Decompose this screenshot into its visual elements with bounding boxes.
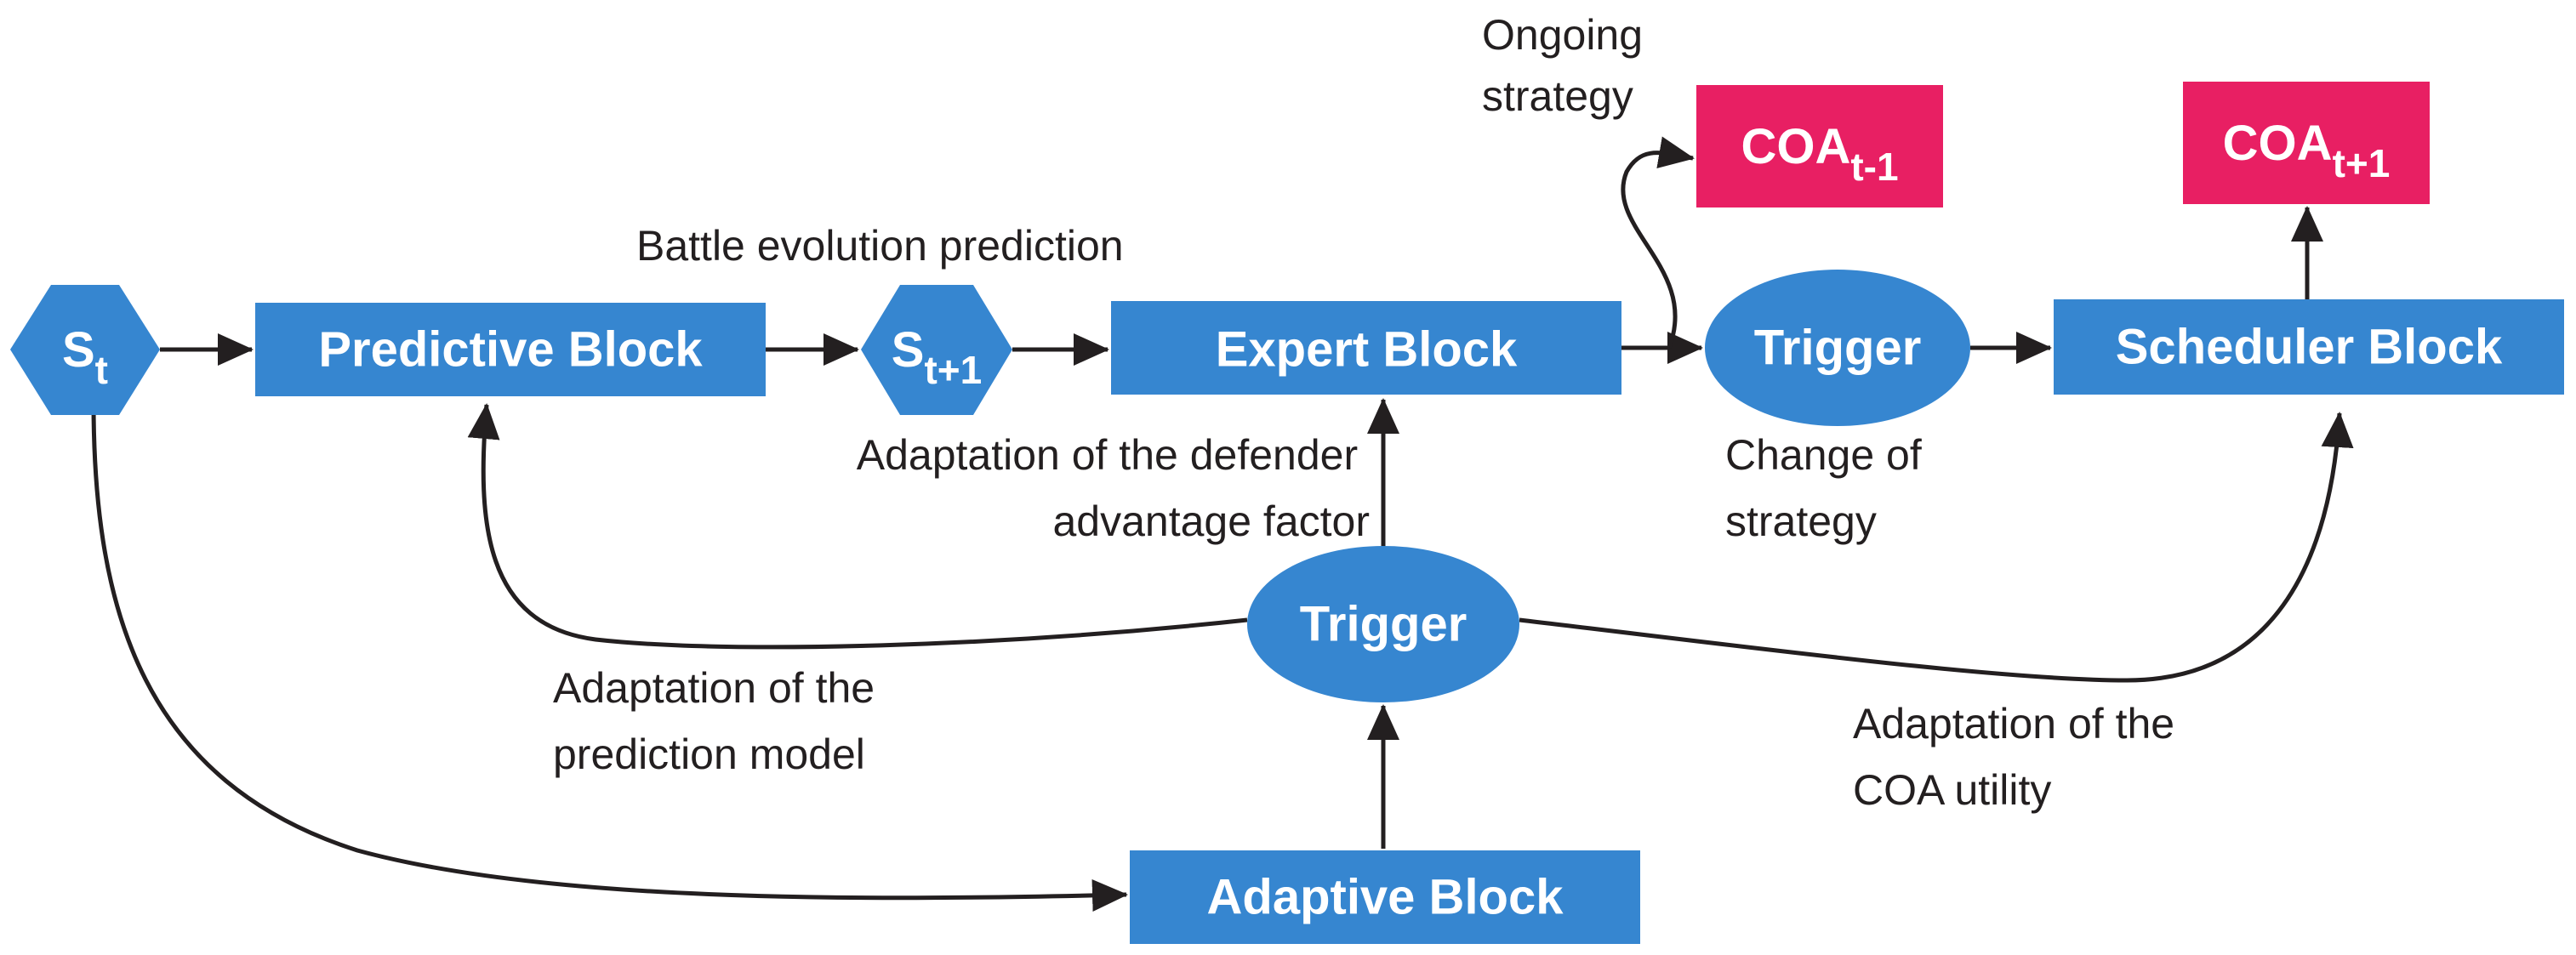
arrow-trigger-to-scheduler-curve bbox=[1519, 412, 2354, 683]
trigger-top-label: Trigger bbox=[1754, 321, 1922, 376]
adaptive-block-rect bbox=[1130, 850, 1640, 944]
state-t1-node: St+1 bbox=[861, 285, 1012, 415]
coa-prev-base: COA bbox=[1741, 119, 1850, 174]
scheduler-block: Scheduler Block bbox=[2054, 299, 2564, 395]
state-t-node: St bbox=[10, 285, 160, 415]
annotation-defender-advantage: Adaptation of the defender advantage fac… bbox=[857, 431, 1370, 545]
annotation-coa-utility: Adaptation of the COA utility bbox=[1853, 700, 2186, 814]
state-t1-subscript: t+1 bbox=[924, 348, 982, 392]
adaptive-block: Adaptive Block bbox=[1130, 850, 1640, 944]
annotations: Ongoing strategy Battle evolution predic… bbox=[553, 11, 2186, 814]
state-t-base: S bbox=[62, 322, 95, 378]
svg-text:St+1: St+1 bbox=[892, 322, 982, 393]
svg-text:COAt+1: COAt+1 bbox=[2223, 116, 2391, 186]
coa-prev-rect bbox=[1696, 85, 1943, 207]
expert-block: Expert Block bbox=[1111, 301, 1621, 395]
predictive-block: Predictive Block bbox=[255, 303, 766, 396]
predictive-block-rect bbox=[255, 303, 766, 396]
state-t1-base: S bbox=[892, 322, 925, 378]
annotation-ongoing-strategy: Ongoing strategy bbox=[1482, 11, 1655, 120]
coa-next-node: COAt+1 bbox=[2183, 82, 2430, 204]
nodes: St Predictive Block St+1 Expert Block Tr… bbox=[10, 82, 2564, 944]
coa-next-subscript: t+1 bbox=[2333, 141, 2391, 185]
adaptive-block-label: Adaptive Block bbox=[1207, 870, 1564, 925]
arrow-ongoing-to-coa-prev bbox=[1621, 136, 1695, 349]
edges bbox=[91, 136, 2354, 912]
trigger-top-ellipse bbox=[1705, 270, 1970, 426]
state-t-hexagon bbox=[10, 285, 160, 415]
scheduler-block-label: Scheduler Block bbox=[2116, 320, 2503, 375]
state-t1-hexagon bbox=[861, 285, 1012, 415]
annotation-change-of-strategy: Change of strategy bbox=[1725, 431, 1934, 545]
trigger-bottom-ellipse bbox=[1247, 546, 1519, 702]
svg-text:COAt-1: COAt-1 bbox=[1741, 119, 1898, 190]
trigger-bottom-label: Trigger bbox=[1300, 597, 1468, 652]
arrow-st-to-adaptive bbox=[91, 402, 1128, 912]
arrow-trigger-to-predictive bbox=[467, 403, 1248, 650]
expert-block-rect bbox=[1111, 301, 1621, 395]
scheduler-block-rect bbox=[2054, 299, 2564, 395]
svg-text:St: St bbox=[62, 322, 108, 393]
coa-prev-node: COAt-1 bbox=[1696, 85, 1943, 207]
trigger-top-node: Trigger bbox=[1705, 270, 1970, 426]
predictive-block-label: Predictive Block bbox=[318, 322, 703, 378]
coa-next-rect bbox=[2183, 82, 2430, 204]
annotation-prediction-model: Adaptation of the prediction model bbox=[553, 664, 886, 778]
annotation-battle-evolution: Battle evolution prediction bbox=[636, 222, 1124, 270]
coa-prev-subscript: t-1 bbox=[1850, 145, 1898, 189]
expert-block-label: Expert Block bbox=[1216, 322, 1518, 378]
state-t-subscript: t bbox=[95, 348, 108, 392]
trigger-bottom-node: Trigger bbox=[1247, 546, 1519, 702]
coa-next-base: COA bbox=[2223, 116, 2333, 171]
